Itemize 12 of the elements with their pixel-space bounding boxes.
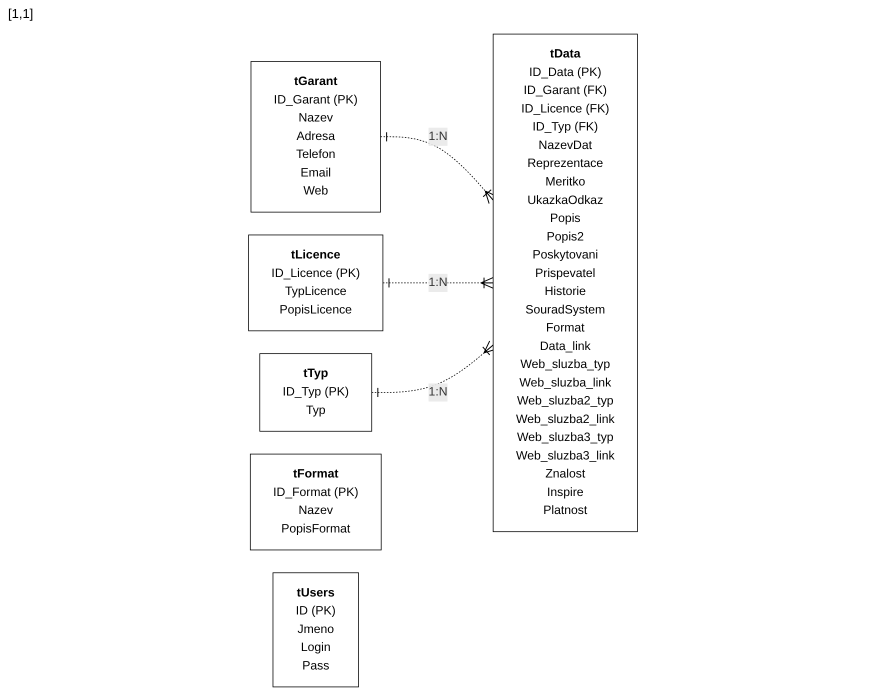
edge-label: 1:N [428,386,448,399]
er-diagram: 1:N 1:N 1:N tGarant ID_Garant (PK) Nazev Adresa Telefon Email Web tLicence ID_Licence (PK) TypLicence PopisLicence tTyp ID_Typ (PK) Typ tData ID_Data (PK) ID_Garant (FK) ID_Licence (FK) ID_Typ (FK) NazevDat Reprezentace Meritko UkazkaOdkaz Popis Popis2 Poskytovani Prispevatel Historie SouradSystem Format Data_link Web_sluzba_typ Web_sluzba_link Web_sluzba2_typ Web_sluzba2_link Web_sluzba3_typ Web_sluzba3_link Znalost Inspire Platnost tFormat ID_Format (PK) Nazev PopisFormat tUsers ID (PK) Jmeno Login Pass [0,28,886,693]
node-box [259,353,372,432]
relationship-line [382,277,494,289]
node-box [492,34,638,532]
node-box [248,234,384,332]
edge-label: 1:N [428,130,448,143]
edge-label: 1:N [428,276,448,289]
node-box [250,61,381,212]
grid-reference-label: [1,1] [8,6,34,21]
node-box [250,454,382,550]
node-box [272,572,359,688]
